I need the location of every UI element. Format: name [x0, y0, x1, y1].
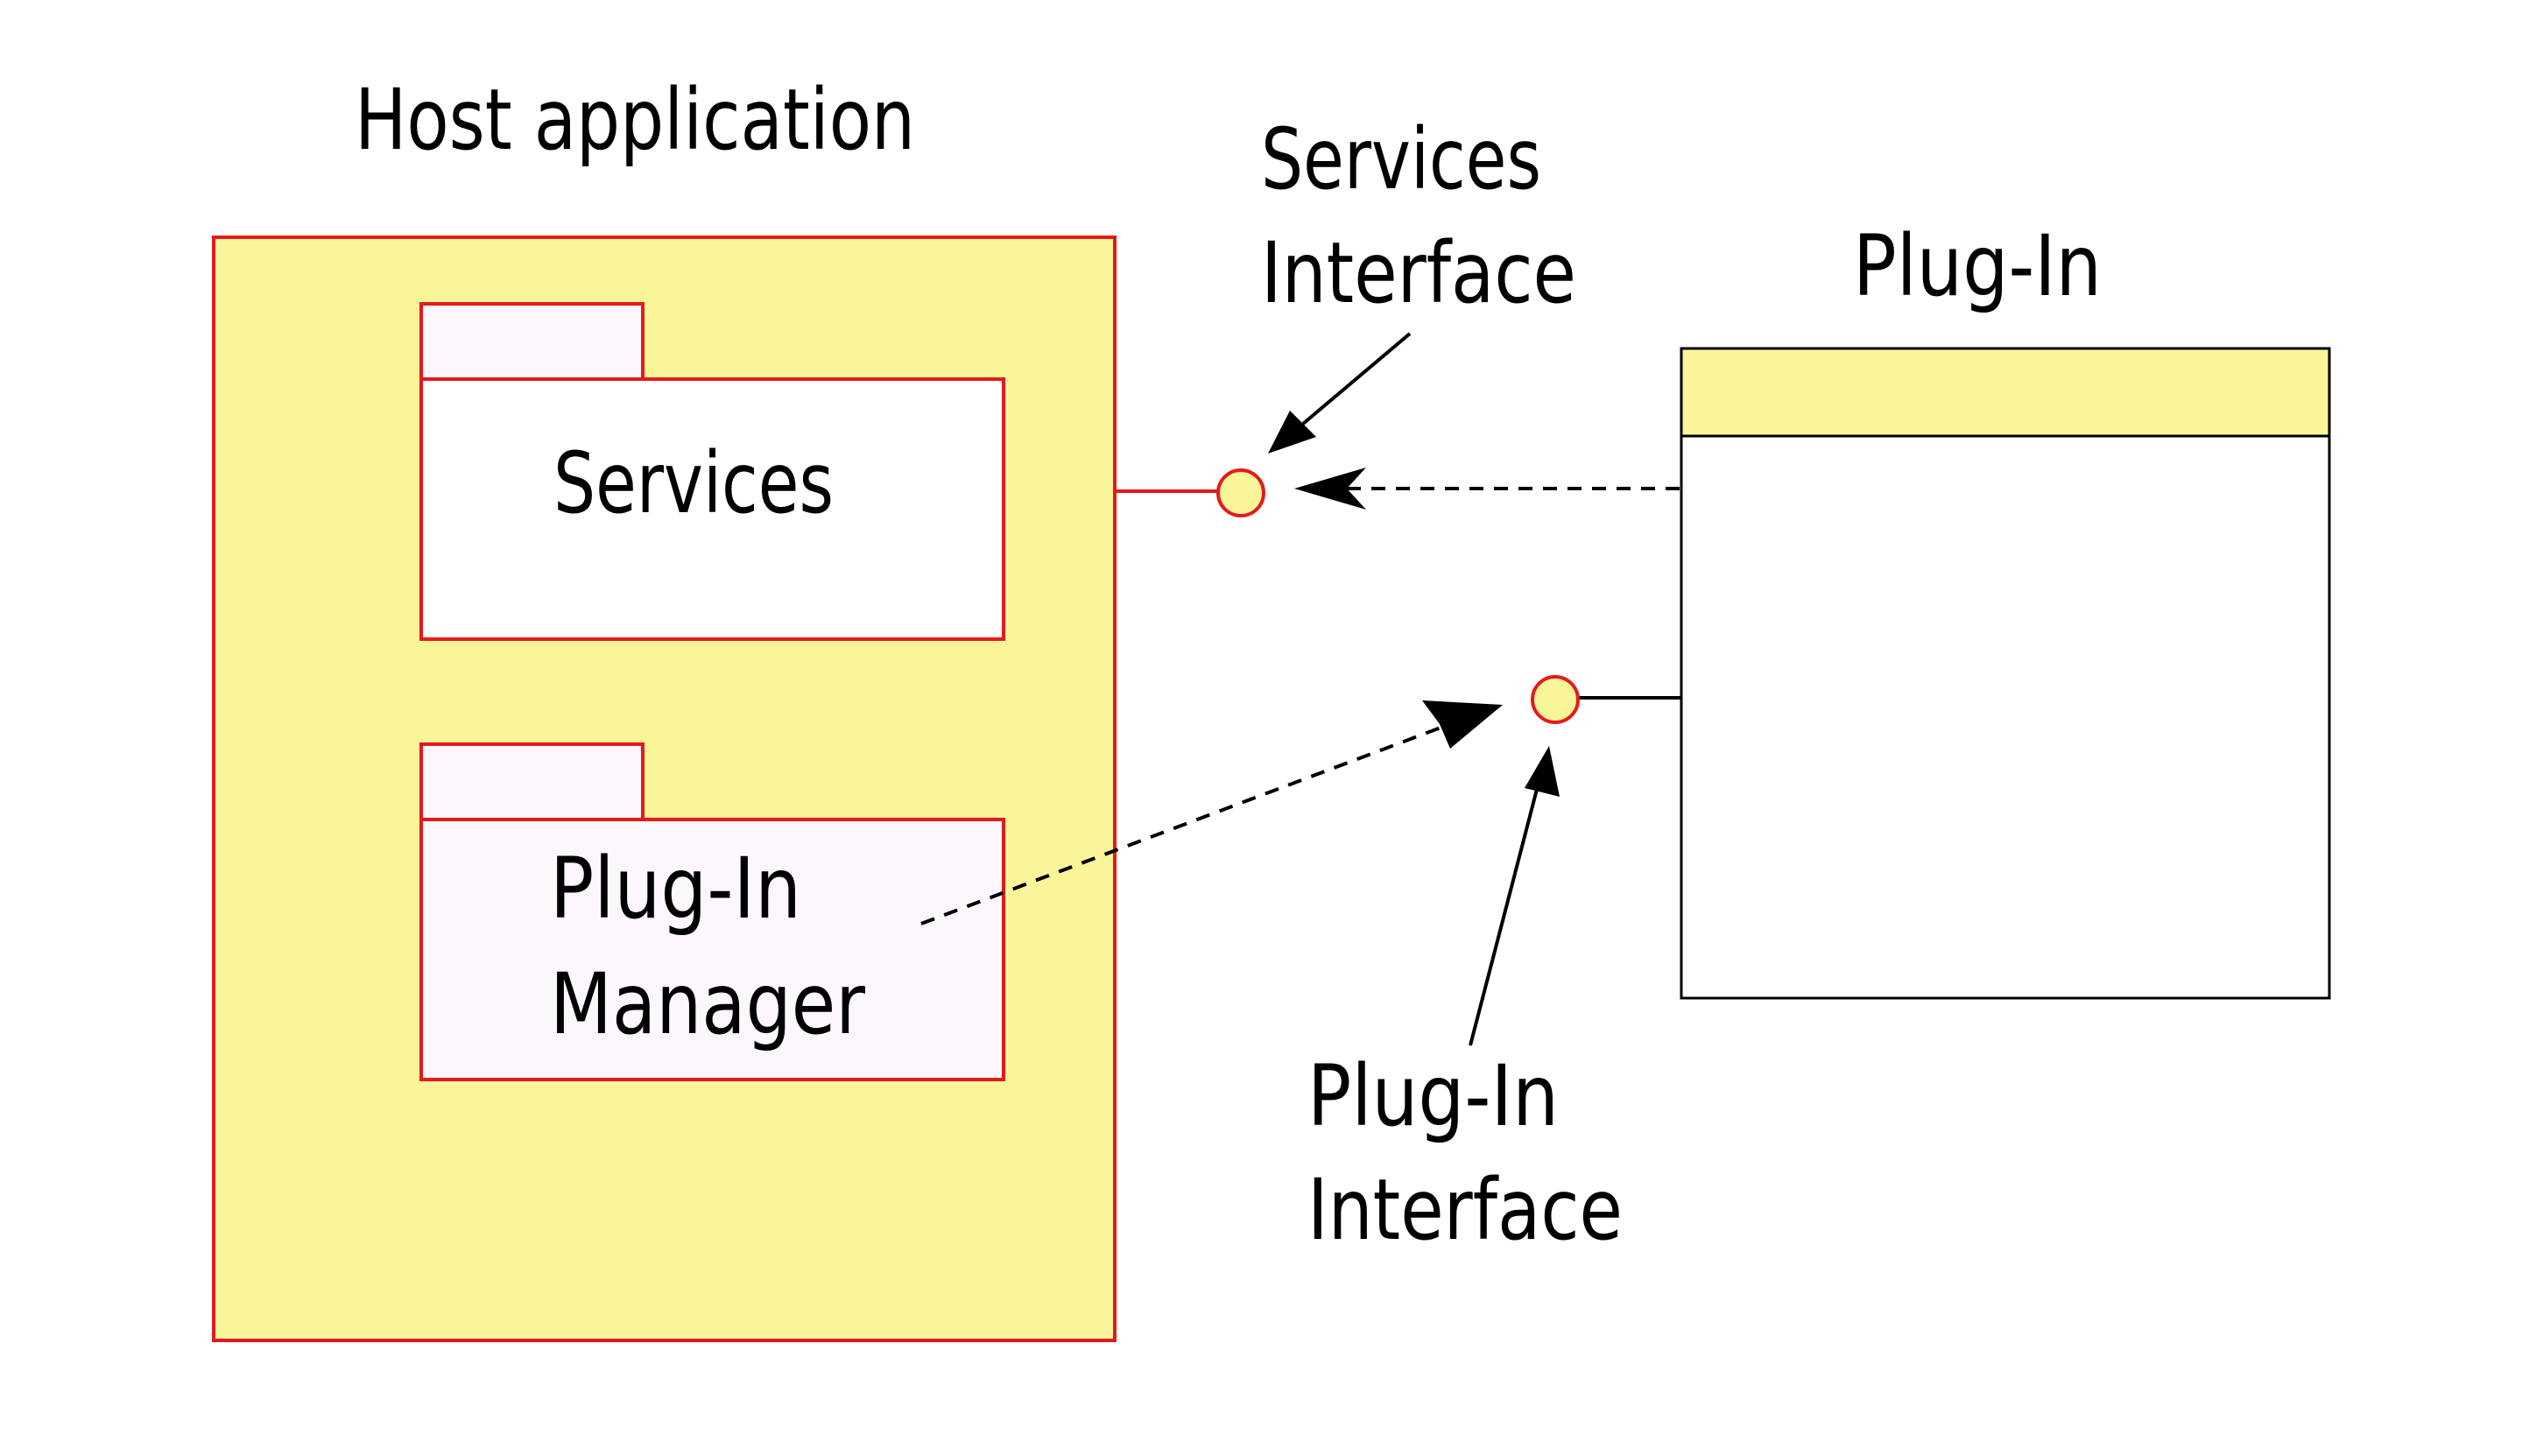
plugin-component — [1680, 347, 2331, 1000]
plugin-interface-label-line1: Plug-In — [1307, 1047, 1559, 1145]
plugin-interface-pointer-line — [1469, 778, 1541, 1046]
plugin-manager-package-body — [419, 818, 1005, 1081]
services-interface-circle — [1216, 468, 1265, 517]
services-package: Services — [419, 302, 1005, 641]
plugin-manager-label-line2: Manager — [550, 955, 865, 1053]
plugin-interface-label-line2: Interface — [1307, 1161, 1623, 1259]
plugin-manager-package: Plug-In Manager — [419, 742, 1005, 1081]
services-package-body — [419, 377, 1005, 641]
services-package-label: Services — [553, 434, 834, 532]
plugin-title: Plug-In — [1853, 217, 2102, 315]
plugin-box-header — [1680, 347, 2331, 438]
host-application-title: Host application — [355, 71, 915, 169]
services-package-tab — [419, 302, 645, 381]
manager-to-plugin-interface-arrowhead — [1422, 700, 1503, 749]
services-interface-label-line2: Interface — [1261, 224, 1576, 322]
plugin-manager-label-line1: Plug-In — [550, 840, 801, 938]
plugin-manager-package-tab — [419, 742, 645, 821]
plugin-to-services-arrowhead — [1294, 468, 1366, 510]
plugin-interface-circle — [1531, 675, 1580, 724]
plugin-box-body — [1680, 347, 2331, 1000]
services-interface-pointer-line — [1301, 332, 1412, 426]
services-interface-label-line1: Services — [1261, 110, 1541, 208]
services-interface-pointer-arrowhead — [1268, 411, 1316, 454]
plugin-interface-pointer-arrowhead — [1525, 746, 1560, 797]
manager-to-plugin-interface-dashed-line — [920, 725, 1444, 925]
